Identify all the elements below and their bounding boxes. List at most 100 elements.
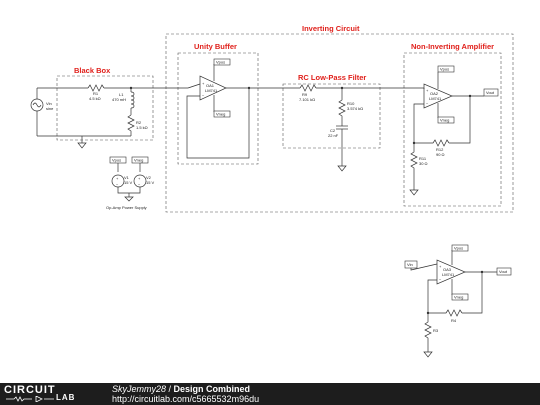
svg-text:Vout: Vout: [499, 269, 508, 274]
ground-icon: [423, 351, 433, 358]
tag-vpos-oa2[interactable]: Vpos: [437, 65, 455, 73]
r4-name: R4: [451, 318, 457, 323]
svg-text:+: +: [138, 176, 141, 181]
svg-text:−: −: [426, 101, 429, 106]
l1-name: L1: [119, 92, 124, 97]
inverting-circuit-title: Inverting Circuit: [302, 24, 360, 33]
l1-value: 470 mH: [112, 97, 126, 102]
rc-filter-group: RC Low-Pass Filter: [282, 73, 381, 149]
tag-vout-oa2[interactable]: Vout: [483, 88, 499, 97]
resistor-r10[interactable]: R10 3.574 kΩ: [338, 88, 363, 126]
source-vin[interactable]: Vin sine: [30, 88, 54, 136]
wire-oa2-neg: [413, 103, 424, 143]
r12-value: 90 Ω: [436, 152, 445, 157]
v1-name: V1: [124, 175, 130, 180]
wire-oa3-neg: [427, 279, 437, 313]
resistor-r1[interactable]: R1 4.5 kΩ: [87, 84, 105, 101]
r10-name: R10: [347, 101, 355, 106]
tag-vneg-supply[interactable]: Vneg: [131, 156, 149, 164]
opamp-oa2[interactable]: + − OA2 LM741: [423, 72, 453, 118]
tag-vpos-oa3[interactable]: Vpos: [451, 244, 469, 252]
inductor-l1[interactable]: L1 470 mH: [112, 88, 135, 115]
oa3-name: OA3: [443, 267, 452, 272]
capacitor-c2[interactable]: C2 22 nF: [328, 125, 348, 166]
r11-value: 30 Ω: [419, 161, 428, 166]
tag-vneg-oa2[interactable]: Vneg: [437, 116, 455, 124]
svg-text:+: +: [426, 88, 429, 93]
design-name: Design Combined: [173, 384, 251, 394]
ground-icon: [337, 165, 347, 172]
resistor-r2[interactable]: R2 1.5 kΩ: [127, 114, 148, 136]
v1-value: 15 V: [124, 180, 133, 185]
tag-vpos-oa1[interactable]: Vpos: [213, 58, 231, 66]
tag-vneg-oa1[interactable]: Vneg: [213, 110, 231, 118]
unity-buffer-group: Unity Buffer: [177, 42, 259, 165]
tag-vin-oa3[interactable]: Vin: [404, 260, 418, 269]
r11-name: R11: [419, 156, 427, 161]
inverting-circuit-group: Inverting Circuit: [165, 24, 514, 213]
design-credit: SkyJemmy28 / Design Combined: [112, 384, 250, 394]
svg-text:−: −: [439, 277, 442, 282]
rc-filter-title: RC Low-Pass Filter: [298, 73, 366, 82]
svg-text:+: +: [202, 81, 205, 86]
r10-value: 3.574 kΩ: [347, 106, 363, 111]
wire-oa2-feedback: [449, 96, 471, 144]
tag-vout-oa3[interactable]: Vout: [496, 267, 512, 276]
wire-oa3-in: [410, 263, 438, 271]
svg-text:Vneg: Vneg: [440, 118, 449, 123]
svg-text:Vout: Vout: [486, 90, 495, 95]
oa2-name: OA2: [430, 91, 439, 96]
svg-text:Vpos: Vpos: [112, 158, 121, 163]
resistor-r11[interactable]: R11 30 Ω: [410, 143, 428, 190]
r12-name: R12: [436, 147, 444, 152]
resistor-r3[interactable]: R3: [424, 313, 439, 352]
tag-vpos-supply[interactable]: Vpos: [109, 156, 127, 164]
junction-node: [247, 86, 251, 90]
tag-vneg-oa3[interactable]: Vneg: [451, 293, 469, 301]
v2-name: V2: [146, 175, 152, 180]
svg-text:Vneg: Vneg: [216, 112, 225, 117]
resistor-r12[interactable]: R12 90 Ω: [414, 139, 450, 157]
ground-icon: [409, 189, 419, 196]
svg-text:Vpos: Vpos: [216, 60, 225, 65]
schematic-canvas[interactable]: Inverting Circuit Unity Buffer RC Low-Pa…: [0, 0, 540, 383]
waveform-icon: [6, 396, 54, 402]
svg-text:Vin: Vin: [407, 262, 413, 267]
r1-value: 4.5 kΩ: [89, 96, 101, 101]
c2-name: C2: [330, 128, 336, 133]
opamp-oa3[interactable]: + − OA3 LM741: [436, 250, 466, 295]
svg-text:Vneg: Vneg: [454, 295, 463, 300]
power-supply[interactable]: + − + − V1 15 V V2 15 V: [111, 162, 155, 202]
resistor-r4[interactable]: R4: [428, 309, 463, 323]
c2-value: 22 nF: [328, 133, 339, 138]
logo-text-circuit: CIRCUIT: [4, 384, 56, 396]
wire-oa1-in: [187, 83, 201, 89]
supply-caption: Op-Amp Power Supply: [106, 205, 147, 210]
source-name: Vin: [46, 101, 52, 106]
r3-name: R3: [433, 328, 439, 333]
design-url[interactable]: http://circuitlab.com/c5665532m96du: [112, 394, 260, 404]
r2-value: 1.5 kΩ: [136, 125, 148, 130]
opamp-oa1[interactable]: + − OA1 LM741: [199, 64, 227, 112]
unity-buffer-title: Unity Buffer: [194, 42, 237, 51]
black-box-title: Black Box: [74, 66, 111, 75]
r9-name: R9: [302, 92, 308, 97]
svg-text:−: −: [138, 182, 141, 187]
resistor-r9[interactable]: R9 7.101 kΩ: [299, 84, 317, 102]
logo-text-lab: LAB: [56, 393, 76, 402]
source-value: sine: [46, 106, 54, 111]
oa2-model: LM741: [429, 96, 442, 101]
ground-icon: [77, 142, 87, 149]
r9-value: 7.101 kΩ: [299, 97, 315, 102]
credit-separator: /: [166, 384, 174, 394]
oa1-model: LM741: [205, 88, 218, 93]
svg-text:Vpos: Vpos: [440, 67, 449, 72]
author-link[interactable]: SkyJemmy28: [112, 384, 167, 394]
oa3-model: LM741: [442, 272, 455, 277]
svg-text:+: +: [116, 176, 119, 181]
oa1-name: OA1: [206, 83, 215, 88]
wire-oa1-feedback: [186, 88, 250, 159]
non-inverting-title: Non-Inverting Amplifier: [411, 42, 494, 51]
footer-bar: CIRCUIT LAB SkyJemmy28 / Design Combined…: [0, 383, 540, 405]
circuitlab-logo[interactable]: CIRCUIT LAB: [4, 384, 96, 403]
